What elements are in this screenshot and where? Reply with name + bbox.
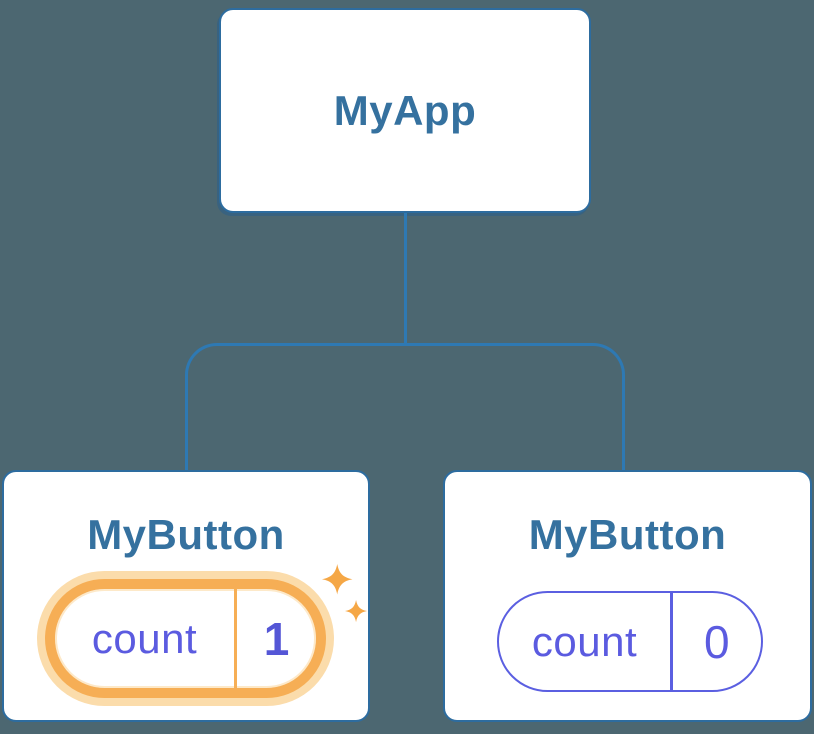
state-key-cell: count — [499, 593, 670, 690]
child-node-right-label: MyButton — [528, 511, 727, 558]
state-pill-highlighted: count 1 — [45, 579, 326, 698]
state-key-label: count — [91, 614, 198, 662]
pill-divider — [670, 593, 673, 690]
sparkles-icon — [322, 564, 368, 623]
child-node-left: MyButton count 1 — [2, 470, 370, 722]
state-value-cell: 1 — [237, 589, 316, 688]
state-key-label: count — [531, 617, 638, 665]
state-key-cell: count — [55, 589, 234, 688]
pill-divider — [234, 589, 237, 688]
root-node-label: MyApp — [333, 86, 477, 134]
state-value-label: 0 — [703, 615, 730, 668]
child-node-right: MyButton count 0 — [443, 470, 812, 722]
state-value-cell: 0 — [673, 593, 762, 690]
connector-branch — [185, 343, 625, 472]
connector-stem — [404, 213, 407, 345]
state-pill-normal: count 0 — [497, 591, 763, 692]
state-value-label: 1 — [263, 612, 290, 665]
child-node-left-label: MyButton — [87, 511, 285, 558]
root-node: MyApp — [219, 8, 591, 213]
